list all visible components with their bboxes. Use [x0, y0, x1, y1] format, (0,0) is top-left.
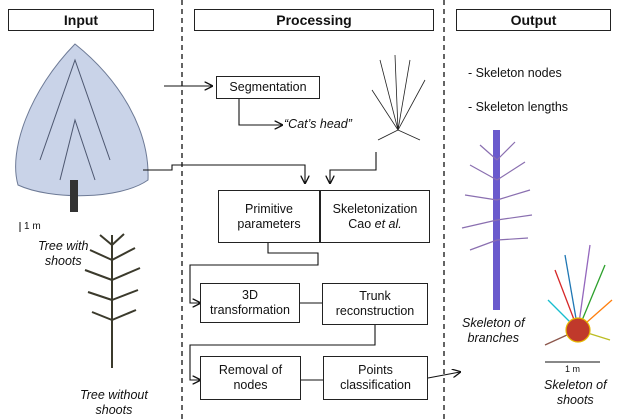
skeleton-of-branches-label: Skeleton of branches [462, 316, 525, 345]
trunk-label-line2: reconstruction [335, 304, 415, 318]
output-skeleton-nodes: - Skeleton nodes [468, 66, 562, 80]
tree-with-shoots-label: Tree with shoots [38, 239, 89, 268]
primitive-label-line2: parameters [237, 216, 301, 231]
primitive-label-line1: Primitive [245, 201, 293, 216]
skeleton-of-branches-image [461, 130, 533, 310]
tree-without-shoots-image [84, 233, 141, 368]
cats-head-image [371, 54, 426, 141]
skeleton-of-shoots-image [544, 244, 613, 346]
transformation-label-line1: 3D [242, 288, 258, 302]
removal-label-line1: Removal of [218, 363, 283, 377]
tree-with-shoots-image [15, 43, 149, 212]
output-skeleton-lengths: - Skeleton lengths [468, 100, 569, 114]
trunk-reconstruction-box: Trunk reconstruction [322, 283, 428, 325]
output-header: Output [456, 9, 611, 31]
primitive-parameters-box: Primitive parameters [218, 190, 320, 243]
transformation-3d-box: 3D transformation [200, 283, 300, 323]
points-label-line1: Points [358, 363, 393, 377]
removal-of-nodes-box: Removal of nodes [200, 356, 301, 400]
segmentation-label: Segmentation [229, 80, 307, 94]
skeleton-of-shoots-label: Skeleton of shoots [544, 378, 607, 407]
trunk-label-line1: Trunk [359, 289, 391, 303]
cats-head-label: “Cat’s head” [284, 117, 352, 131]
scale-label-left: 1 m [24, 221, 41, 232]
skeletonization-label-line1: Skeletonization [332, 201, 418, 216]
segmentation-box: Segmentation [216, 76, 320, 99]
skeletonization-box: Skeletonization Cao et al. [320, 190, 430, 243]
skeletonization-label-line2: Cao et al. [348, 216, 402, 231]
scale-label-right: 1 m [565, 364, 581, 374]
removal-label-line2: nodes [233, 378, 268, 392]
processing-header: Processing [194, 9, 434, 31]
transformation-label-line2: transformation [210, 303, 290, 317]
points-label-line2: classification [340, 378, 411, 392]
tree-without-shoots-label: Tree without shoots [80, 388, 148, 417]
input-header: Input [8, 9, 154, 31]
points-classification-box: Points classification [323, 356, 428, 400]
